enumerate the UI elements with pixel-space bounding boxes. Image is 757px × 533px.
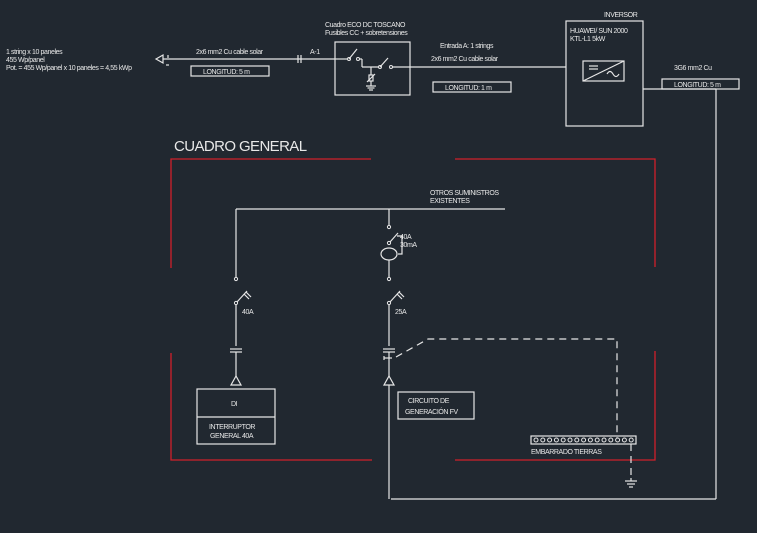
pv-cable-tag: A-1 xyxy=(310,49,320,56)
differential-sensitivity: 30mA xyxy=(400,242,417,249)
di-desc-line2: GENERAL 40A xyxy=(210,433,254,440)
ac-cable-label: 3G6 mm2 Cu xyxy=(674,65,712,72)
di-desc-line1: INTERRUPTOR xyxy=(209,424,255,431)
earth-bar xyxy=(530,435,637,445)
dc-inverter-length-box xyxy=(432,81,512,93)
breaker-pv-icon xyxy=(386,276,405,306)
pv-cable-length-box xyxy=(190,65,270,77)
dc-box-title: Cuadro ECO DC TOSCANO xyxy=(325,22,406,29)
cable-break-icon xyxy=(297,55,302,63)
terminal-main-icon xyxy=(229,348,243,386)
pv-circuit-box xyxy=(397,391,475,420)
inverter-model-line2: KTL-L1 5kW xyxy=(570,36,606,43)
dc-box-enclosure xyxy=(334,41,411,96)
pv-cable-label: 2x6 mm2 Cu cable solar xyxy=(196,49,264,56)
pv-connector-arrow-icon xyxy=(154,53,169,66)
earth-bar-terminal xyxy=(601,437,607,443)
earth-bar-label: EMBARRADO TIERRAS xyxy=(531,449,602,456)
earth-bar-terminal xyxy=(540,437,546,443)
other-supplies-line1: OTROS SUMINISTROS xyxy=(430,190,499,197)
earth-bar-terminal xyxy=(567,437,573,443)
ac-cable-length-box xyxy=(661,78,740,90)
panel-enclosure xyxy=(170,158,656,461)
di-label: DI xyxy=(231,401,238,408)
dc-ac-converter-icon xyxy=(582,60,625,82)
earth-bar-terminal xyxy=(587,437,593,443)
earth-bar-terminal xyxy=(533,437,539,443)
dc-inverter-cable-label: 2x6 mm2 Cu cable solar xyxy=(431,56,499,63)
dc-switch-icon xyxy=(335,48,410,69)
inverter-heading: INVERSOR xyxy=(604,12,638,19)
panel-title: CUADRO GENERAL xyxy=(174,138,307,155)
breaker-main-icon xyxy=(233,276,252,306)
terminal-pv-icon xyxy=(382,348,396,386)
earth-bar-terminal xyxy=(608,437,614,443)
earth-bar-terminal xyxy=(547,437,553,443)
dc-inverter-length: LONGITUD: 1 m xyxy=(445,85,492,92)
differential-rating: 40A xyxy=(400,234,412,241)
ground-icon xyxy=(625,478,637,488)
earth-bar-terminal xyxy=(560,437,566,443)
earth-bar-terminal xyxy=(594,437,600,443)
dc-input-label: Entrada A: 1 strings xyxy=(440,43,494,50)
dc-box-subtitle: Fusibles CC + sobretensiones xyxy=(325,30,408,37)
earth-bar-terminal xyxy=(581,437,587,443)
earth-link-dashed xyxy=(395,338,618,438)
surge-protector-icon xyxy=(366,67,376,91)
earth-bar-terminal xyxy=(615,437,621,443)
pv-array-panel-power: 455 Wp/panel xyxy=(6,57,45,64)
pv-array-strings: 1 string x 10 paneles xyxy=(6,49,63,56)
other-supplies-line2: EXISTENTES xyxy=(430,198,470,205)
ac-cable-length: LONGITUD: 5 m xyxy=(674,82,721,89)
breaker-main-rating: 40A xyxy=(242,309,254,316)
pv-cable-length: LONGITUD: 5 m xyxy=(203,69,250,76)
pv-array-total-power: Pot. = 455 Wp/panel x 10 paneles = 4,55 … xyxy=(6,65,132,72)
differential-icon xyxy=(380,224,403,261)
earth-bar-terminal xyxy=(628,437,634,443)
inverter-box xyxy=(565,20,644,127)
earth-bar-terminal xyxy=(574,437,580,443)
pv-circuit-line1: CIRCUITO DE xyxy=(408,398,450,405)
breaker-pv-rating: 25A xyxy=(395,309,407,316)
earth-bar-terminal xyxy=(621,437,627,443)
pv-circuit-line2: GENERACIÓN FV xyxy=(405,407,458,416)
earth-bar-terminal xyxy=(553,437,559,443)
inverter-model-line1: HUAWEI/ SUN 2000 xyxy=(570,28,628,35)
